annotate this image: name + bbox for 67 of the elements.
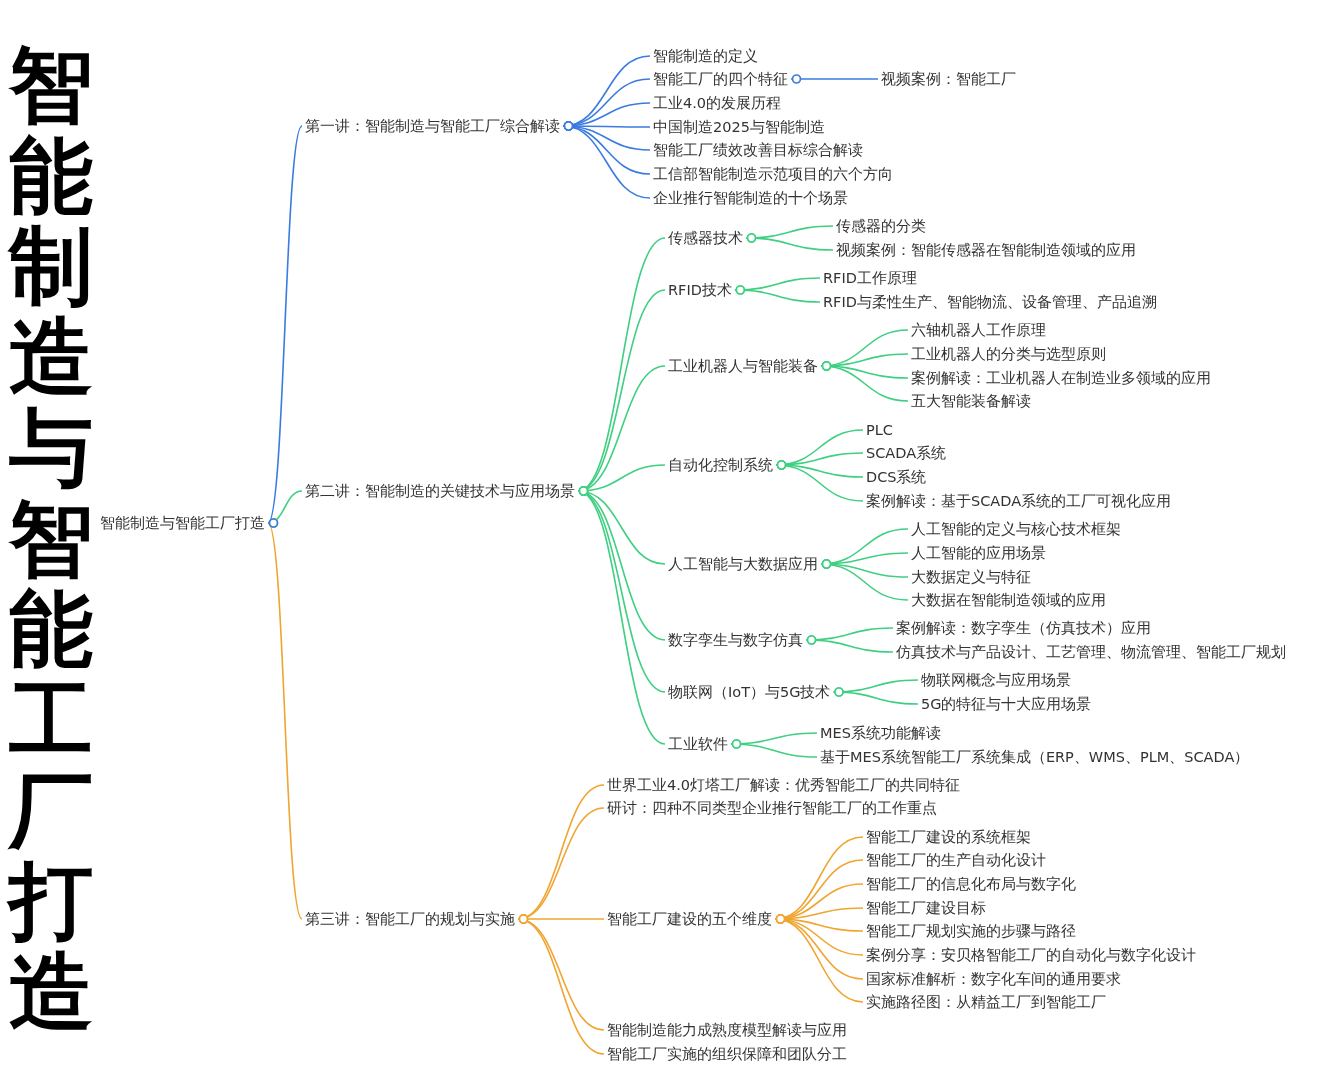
topic-text: 传感器的分类 (836, 216, 926, 236)
topic-text: 智能制造的定义 (653, 46, 758, 66)
branch-line (267, 125, 303, 528)
topic-text: 案例解读：工业机器人在制造业多领域的应用 (911, 368, 1211, 388)
topic-text: 世界工业4.0灯塔工厂解读：优秀智能工厂的共同特征 (607, 775, 961, 795)
topic-text: 视频案例：智能工厂 (881, 69, 1016, 89)
branch-line (820, 329, 909, 371)
branch-line (730, 732, 818, 749)
topic-text: DCS系统 (866, 467, 927, 487)
topic-text: 智能工厂的信息化布局与数字化 (866, 874, 1076, 894)
topic-text: 智能工厂建设的系统框架 (866, 827, 1031, 847)
branch-line (745, 225, 834, 243)
topic-text: 案例解读：数字孪生（仿真技术）应用 (896, 618, 1151, 638)
topic-text: 工业机器人与智能装备 (668, 356, 818, 376)
branch-line (734, 277, 821, 295)
branch-line (790, 74, 879, 84)
topic-text: 国家标准解析：数字化车间的通用要求 (866, 969, 1121, 989)
topic-text: 第三讲：智能工厂的规划与实施 (305, 909, 515, 929)
topic-text: 视频案例：智能传感器在智能制造领域的应用 (836, 240, 1136, 260)
topic-text: 第一讲：智能制造与智能工厂综合解读 (305, 116, 560, 136)
topic-text: 人工智能的定义与核心技术框架 (911, 519, 1121, 539)
topic-text: 中国制造2025与智能制造 (653, 117, 825, 137)
topic-text: 智能工厂实施的组织保障和团队分工 (607, 1044, 847, 1064)
topic-text: 工信部智能制造示范项目的六个方向 (653, 164, 893, 184)
topic-text: 智能工厂的四个特征 (653, 69, 788, 89)
topic-text: 大数据在智能制造领域的应用 (911, 590, 1106, 610)
topic-text: 工业4.0的发展历程 (653, 93, 782, 113)
topic-text: RFID与柔性生产、智能物流、设备管理、产品追溯 (823, 292, 1157, 312)
topic-text: 智能工厂建设的五个维度 (607, 909, 772, 929)
branch-line (832, 679, 919, 697)
topic-text: 工业软件 (668, 734, 728, 754)
topic-text: 实施路径图：从精益工厂到智能工厂 (866, 992, 1106, 1012)
branch-line (775, 429, 864, 470)
topic-text: 智能工厂规划实施的步骤与路径 (866, 921, 1076, 941)
topic-text: 智能制造能力成熟度模型解读与应用 (607, 1020, 847, 1040)
topic-text: MES系统功能解读 (820, 723, 941, 743)
topic-text: 研讨：四种不同类型企业推行智能工厂的工作重点 (607, 798, 937, 818)
branch-line (805, 627, 894, 645)
topic-text: 数字孪生与数字仿真 (668, 630, 803, 650)
topic-text: RFID技术 (668, 280, 732, 300)
topic-text: 案例分享：安贝格智能工厂的自动化与数字化设计 (866, 945, 1196, 965)
topic-text: 智能工厂的生产自动化设计 (866, 850, 1046, 870)
topic-text: 仿真技术与产品设计、工艺管理、物流管理、智能工厂规划 (896, 642, 1286, 662)
topic-text: 物联网概念与应用场景 (921, 670, 1071, 690)
topic-text: 传感器技术 (668, 228, 743, 248)
topic-text: 智能工厂绩效改善目标综合解读 (653, 140, 863, 160)
branch-line (820, 528, 909, 569)
topic-text: 基于MES系统智能工厂系统集成（ERP、WMS、PLM、SCADA） (820, 747, 1250, 767)
topic-text: 5G的特征与十大应用场景 (921, 694, 1092, 714)
topic-text: SCADA系统 (866, 443, 947, 463)
topic-text: 自动化控制系统 (668, 455, 773, 475)
topic-text: 六轴机器人工作原理 (911, 320, 1046, 340)
topic-text: 案例解读：基于SCADA系统的工厂可视化应用 (866, 491, 1172, 511)
title: 智能制造与智能工厂打造 (8, 40, 94, 1038)
topic-text: 企业推行智能制造的十个场景 (653, 188, 848, 208)
topic-text: 工业机器人的分类与选型原则 (911, 344, 1106, 364)
topic-text: 五大智能装备解读 (911, 391, 1031, 411)
topic-text: 人工智能的应用场景 (911, 543, 1046, 563)
topic-text: 第二讲：智能制造的关键技术与应用场景 (305, 481, 575, 501)
topic-text: 人工智能与大数据应用 (668, 554, 818, 574)
root-topic: 智能制造与智能工厂打造 (100, 513, 265, 533)
topic-text: 智能工厂建设目标 (866, 898, 986, 918)
topic-text: PLC (866, 420, 893, 440)
topic-text: RFID工作原理 (823, 268, 917, 288)
branch-line (517, 784, 605, 924)
topic-text: 大数据定义与特征 (911, 567, 1031, 587)
topic-text: 物联网（IoT）与5G技术 (668, 682, 831, 702)
